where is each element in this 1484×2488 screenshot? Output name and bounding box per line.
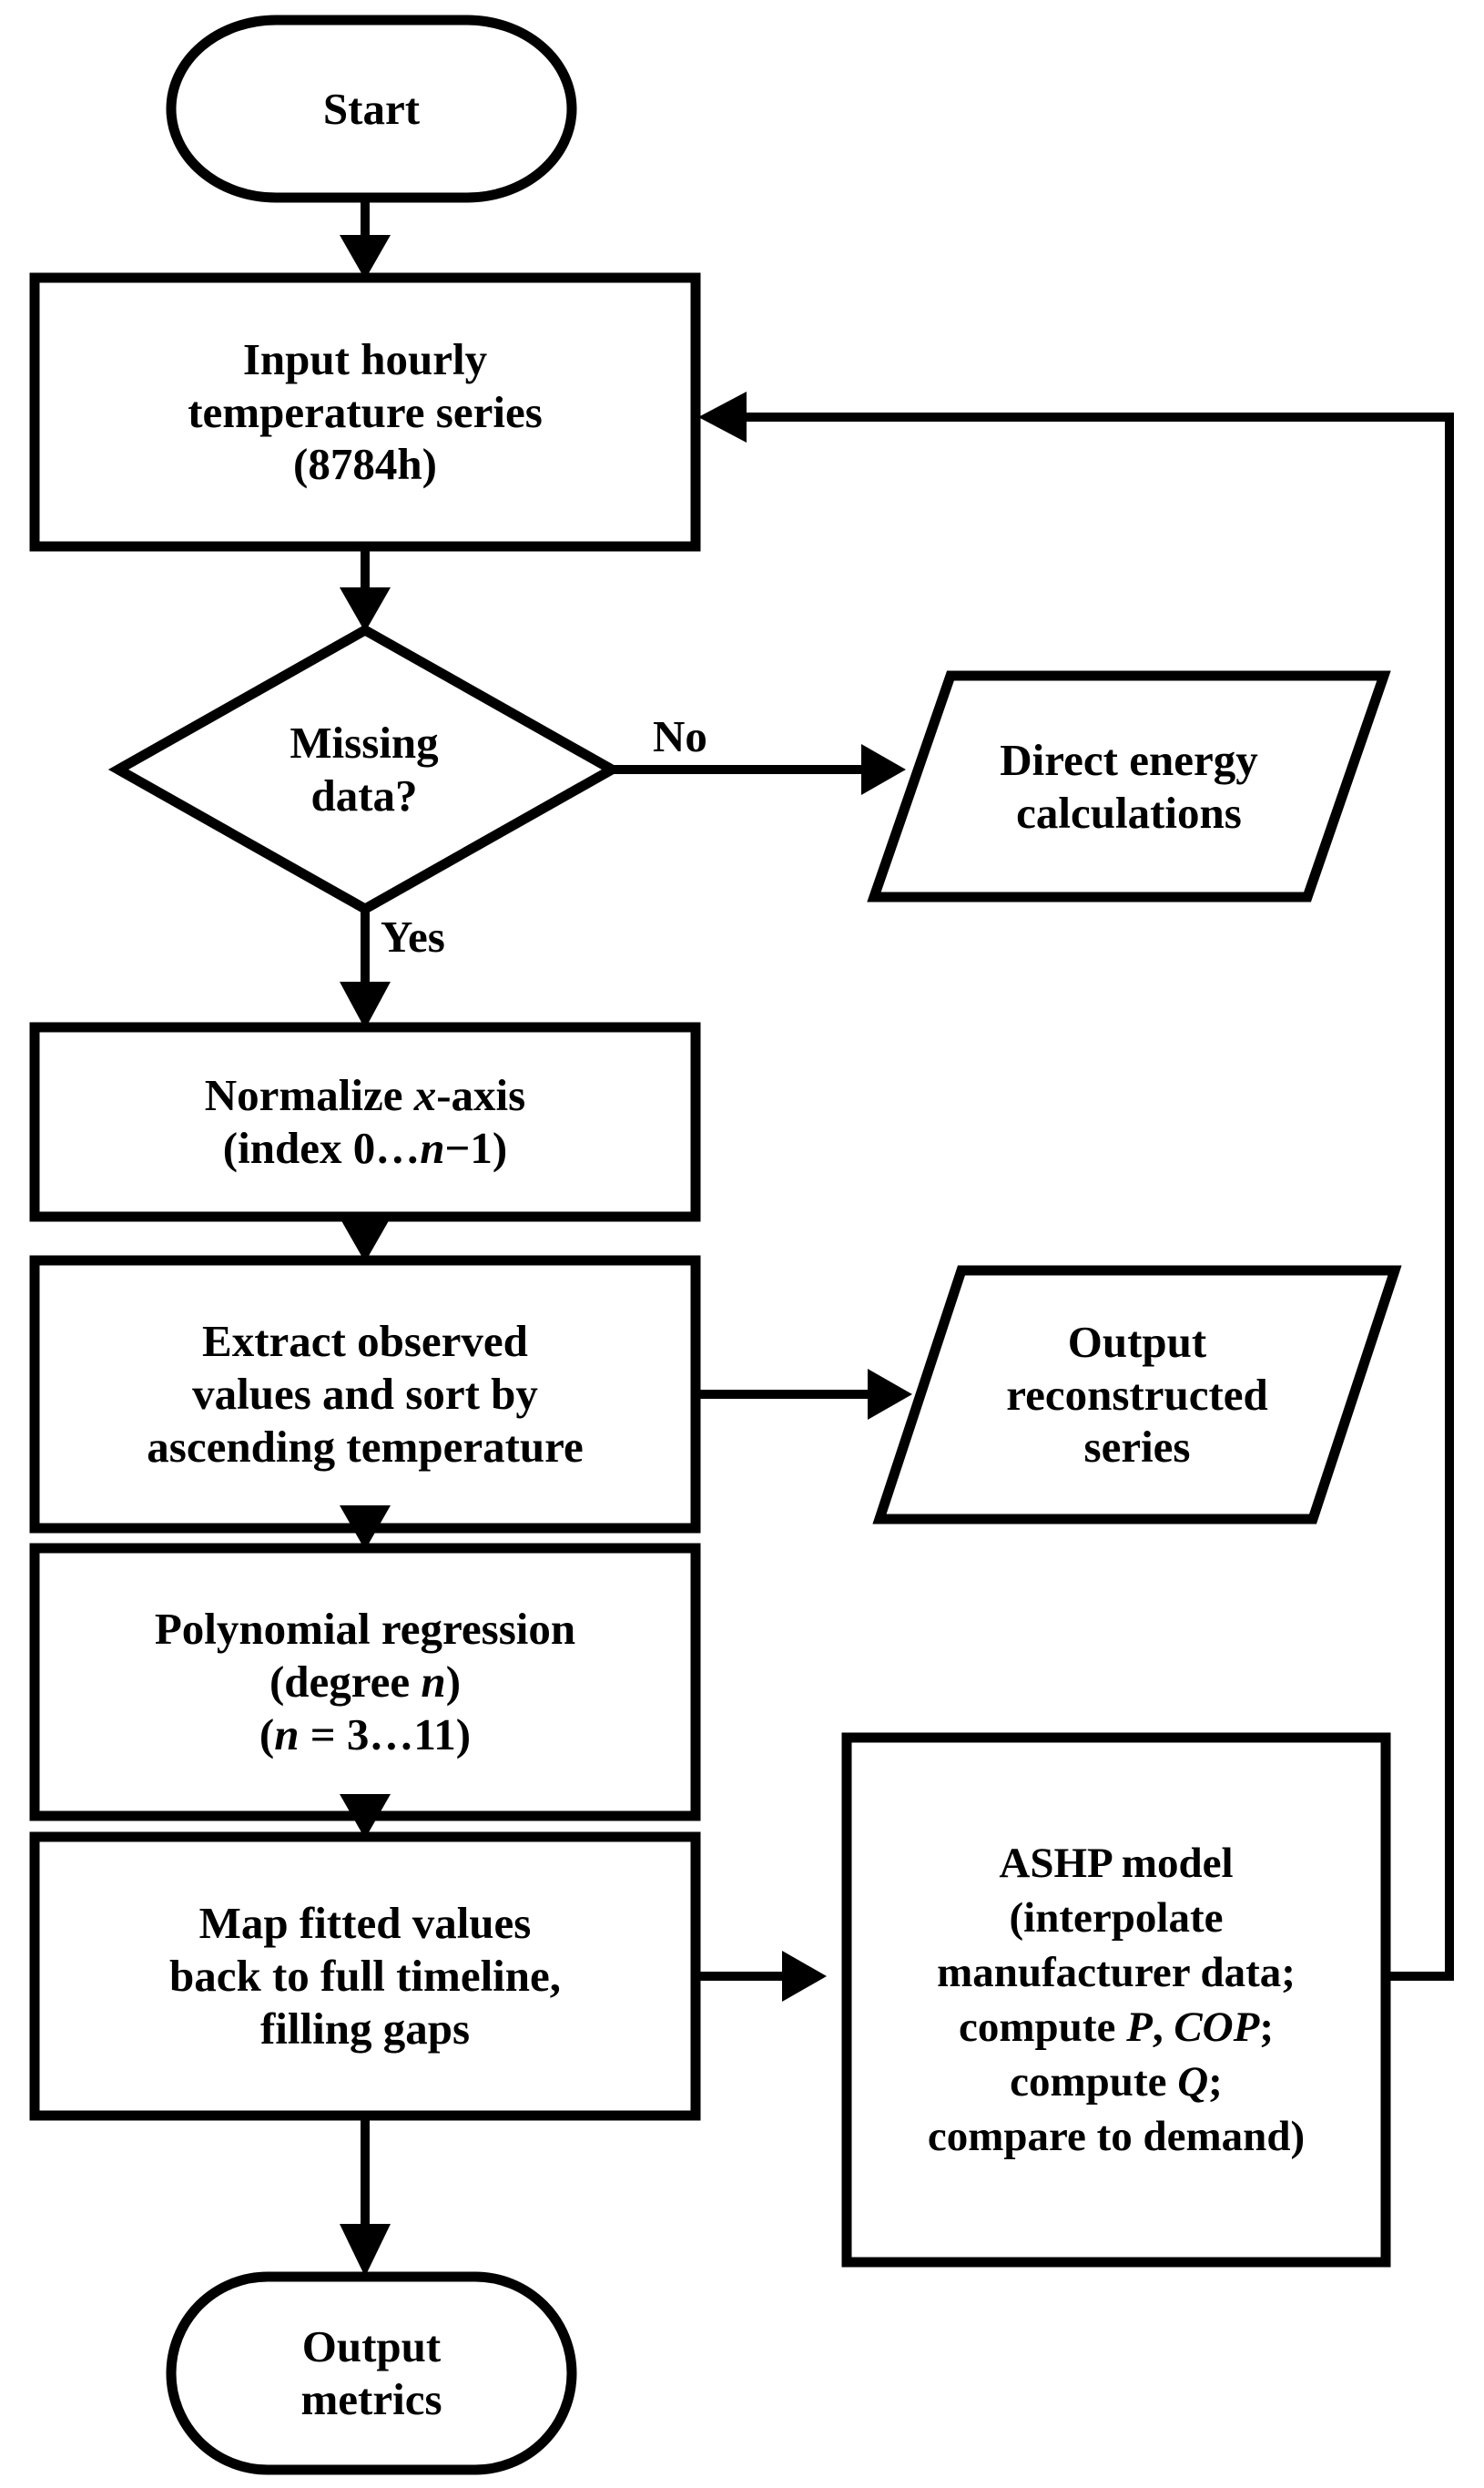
edge-label-no: No	[653, 711, 707, 761]
edge-ashp-feedback	[733, 413, 1454, 1981]
arrowhead-decision-to-direct	[861, 744, 906, 795]
shape-extract[interactable]	[29, 1255, 701, 1534]
arrowhead-polynomial-to-map	[340, 1794, 391, 1839]
arrowhead-start-to-input	[340, 235, 391, 280]
shape-input-series[interactable]	[29, 272, 701, 552]
shape-direct-energy[interactable]	[867, 670, 1391, 902]
shape-map-back[interactable]	[29, 1831, 701, 2121]
arrowhead-extract-to-output-series	[868, 1369, 912, 1420]
shape-start[interactable]	[166, 15, 577, 203]
shape-normalize[interactable]	[29, 1022, 701, 1222]
shape-ashp[interactable]	[841, 1732, 1391, 2268]
shape-missing-data[interactable]	[107, 624, 623, 915]
arrowhead-normalize-to-extract	[340, 1218, 391, 1262]
shape-output-metrics[interactable]	[166, 2271, 577, 2475]
shape-output-reconstructed[interactable]	[872, 1265, 1402, 1524]
edge-label-yes: Yes	[381, 912, 445, 962]
arrowhead-ashp-feedback	[698, 392, 747, 443]
arrowhead-decision-to-normalize	[340, 982, 391, 1029]
shape-polynomial[interactable]	[29, 1543, 701, 1821]
arrowhead-map-to-ashp	[782, 1951, 827, 2002]
arrowhead-input-to-decision	[340, 587, 391, 632]
arrowhead-extract-to-polynomial	[340, 1505, 391, 1550]
arrowhead-map-to-output-metrics	[340, 2224, 391, 2277]
